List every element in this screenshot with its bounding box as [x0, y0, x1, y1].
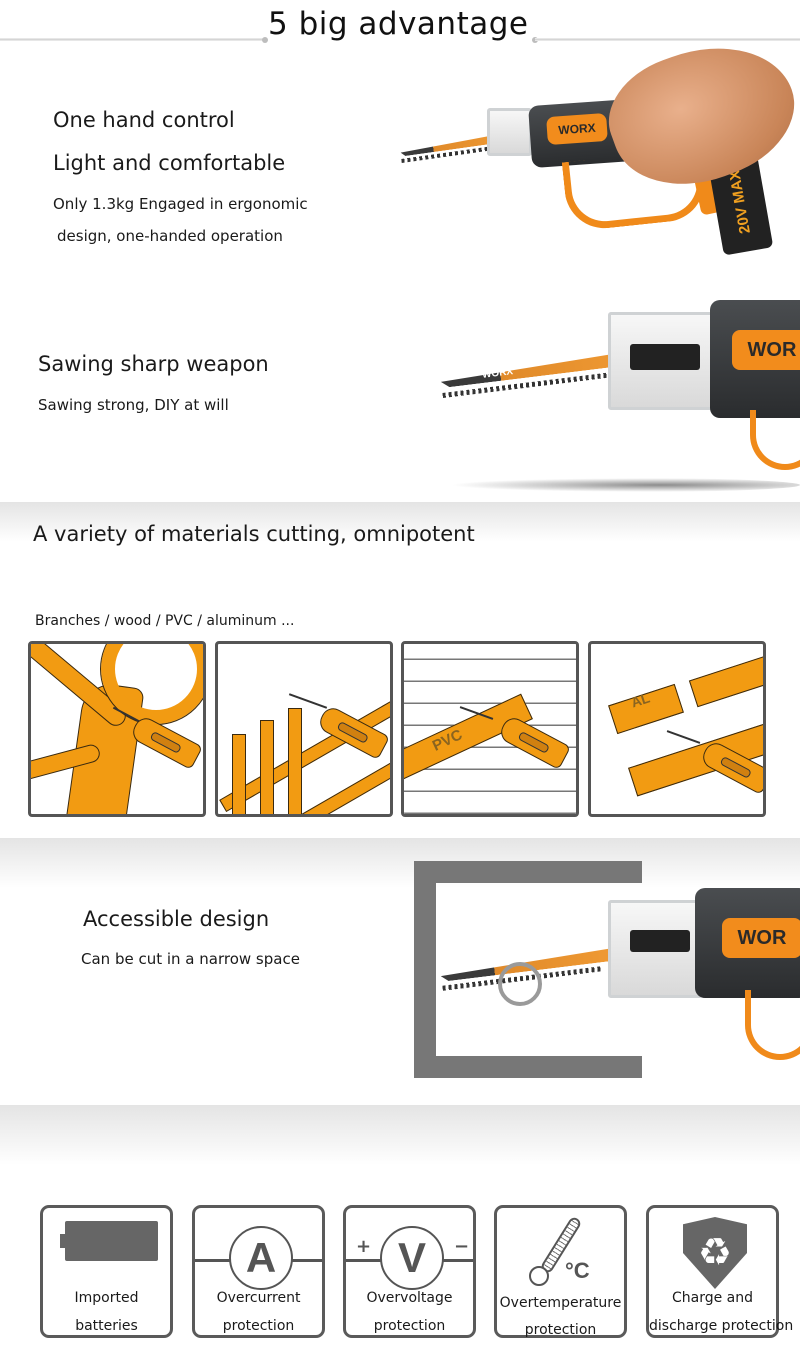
- thermometer-bulb: [529, 1266, 549, 1286]
- saw-handle: [750, 410, 800, 470]
- header-divider-right: [535, 38, 800, 41]
- page-title: 5 big advantage: [268, 6, 529, 42]
- voltmeter-icon: V: [380, 1226, 444, 1290]
- section-band: [0, 502, 800, 542]
- header-divider-left: [0, 38, 265, 41]
- fence-picket: [288, 708, 302, 814]
- recycle-icon: ♻: [697, 1230, 733, 1274]
- feature-label: protection: [222, 1318, 295, 1334]
- feature-label: Overtemperature: [499, 1295, 622, 1311]
- section-heading: One hand control: [53, 108, 235, 132]
- feature-card-imported-batteries: Imported batteries: [40, 1205, 173, 1338]
- section-heading: A variety of materials cutting, omnipote…: [33, 522, 475, 546]
- feature-card-overvoltage: + − V Overvoltage protection: [343, 1205, 476, 1338]
- saw-closeup-image: WORX WOR: [440, 300, 800, 500]
- saw-in-hand-image: WORX 20V MAX: [395, 22, 800, 300]
- section-description: design, one-handed operation: [57, 227, 283, 245]
- section-heading: Light and comfortable: [53, 151, 286, 175]
- feature-card-charge-discharge: ♻ Charge and discharge protection: [646, 1205, 794, 1338]
- brand-badge: WOR: [732, 330, 800, 370]
- feature-label: Charge and: [671, 1290, 754, 1306]
- feature-label: protection: [373, 1318, 446, 1334]
- section-one-hand-control: One hand control Light and comfortable O…: [0, 22, 800, 300]
- section-band: [0, 838, 800, 888]
- divider-dot: [262, 37, 268, 43]
- fence-picket: [260, 720, 274, 814]
- saw-handle: [745, 990, 800, 1060]
- section-description: Can be cut in a narrow space: [81, 950, 300, 968]
- pipe-cross-section: [498, 962, 542, 1006]
- feature-label: discharge protection: [649, 1318, 794, 1334]
- saw-shoe-guard: [487, 108, 532, 156]
- feature-card-overtemperature: °C Overtemperature protection: [494, 1205, 627, 1338]
- brand-badge: WOR: [722, 918, 800, 958]
- feature-label: Overvoltage: [366, 1290, 453, 1306]
- blade-clamp: [630, 344, 700, 370]
- section-sawing: Sawing sharp weapon Sawing strong, DIY a…: [0, 300, 800, 500]
- blade-clamp: [630, 930, 690, 952]
- feature-label: batteries: [75, 1318, 138, 1334]
- material-panel-branches: [28, 641, 206, 817]
- battery-icon: [65, 1221, 158, 1261]
- fence-picket: [232, 734, 246, 814]
- aluminum-profile: [688, 652, 763, 708]
- materials-subheading: Branches / wood / PVC / aluminum ...: [35, 613, 295, 629]
- material-panel-aluminum: AL: [588, 641, 766, 817]
- section-heading: Sawing sharp weapon: [38, 352, 269, 376]
- feature-label: Overcurrent: [216, 1290, 301, 1306]
- celsius-symbol: °C: [565, 1258, 590, 1283]
- section-description: Only 1.3kg Engaged in ergonomic: [53, 195, 308, 213]
- minus-icon: −: [454, 1236, 470, 1257]
- section-band: [0, 1105, 800, 1165]
- section-heading: Accessible design: [83, 907, 270, 931]
- feature-label: Imported: [74, 1290, 139, 1306]
- plus-icon: +: [356, 1236, 372, 1257]
- material-panel-wood: [215, 641, 393, 817]
- brand-badge: WORX: [546, 112, 608, 146]
- product-shadow: [450, 478, 800, 492]
- feature-label: protection: [524, 1322, 597, 1338]
- feature-card-overcurrent: A Overcurrent protection: [192, 1205, 325, 1338]
- saw-narrow-space-image: WOR: [440, 880, 800, 1090]
- battery-terminal: [60, 1234, 65, 1248]
- ammeter-icon: A: [229, 1226, 293, 1290]
- section-description: Sawing strong, DIY at will: [38, 396, 229, 414]
- material-panel-pvc: PVC: [401, 641, 579, 817]
- page-header: 5 big advantage: [0, 0, 800, 60]
